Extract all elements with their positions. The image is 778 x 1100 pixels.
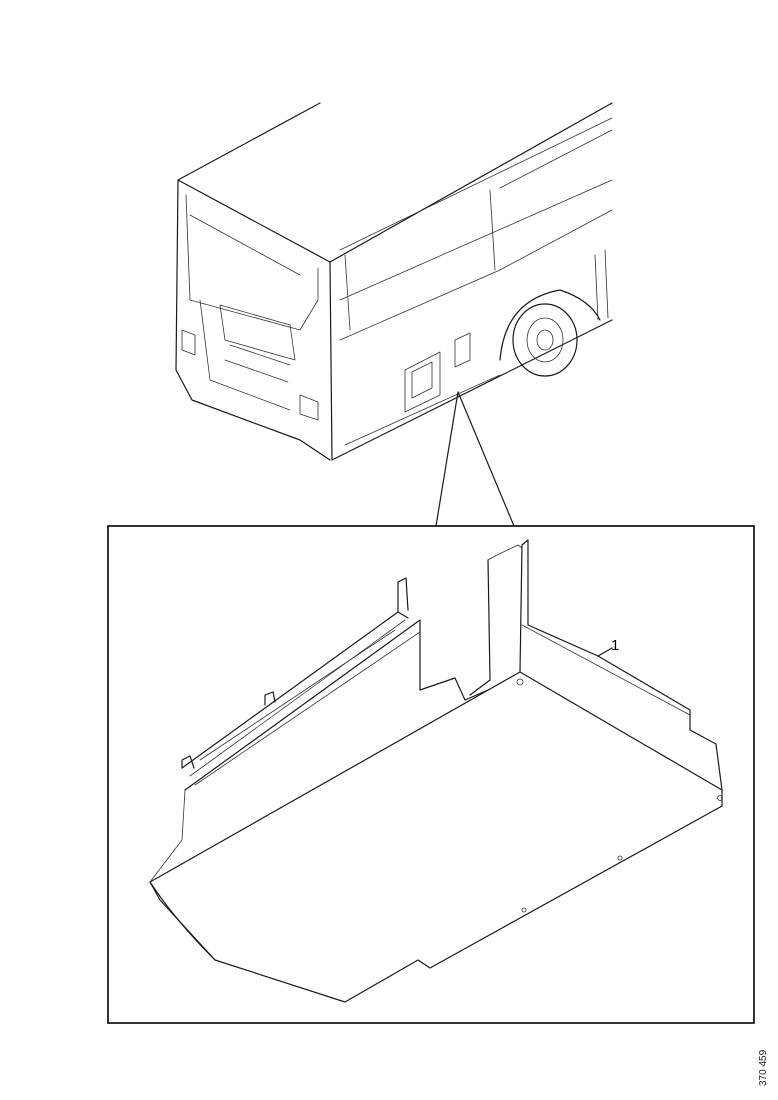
callout-1: 1	[597, 637, 619, 657]
leader-lines	[435, 391, 515, 527]
bus-overview	[175, 102, 613, 461]
reference-code: 370 459	[758, 1049, 769, 1086]
detail-frame	[107, 525, 755, 1024]
callout-label: 1	[611, 637, 619, 654]
underbody-panel-part	[149, 539, 723, 1003]
